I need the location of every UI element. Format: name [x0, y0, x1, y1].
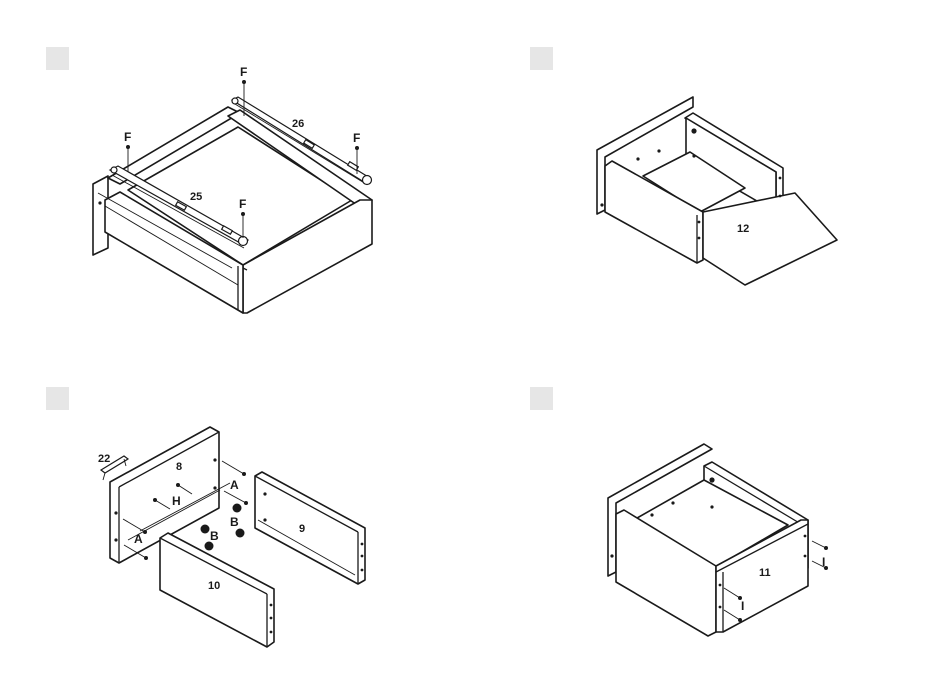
- label-part-22: 22: [98, 453, 110, 465]
- label-f-left: F: [124, 130, 131, 144]
- label-part-a-top: A: [230, 478, 239, 492]
- label-part-26: 26: [292, 118, 304, 130]
- step-3-number-box: [46, 387, 69, 410]
- label-part-b-left: B: [210, 529, 219, 543]
- label-part-12: 12: [737, 223, 749, 235]
- step-2-number-box: [530, 47, 553, 70]
- label-part-b-right: B: [230, 515, 239, 529]
- label-part-25: 25: [190, 191, 202, 203]
- step-2: 12: [530, 47, 837, 285]
- step-4: 11 I I: [530, 387, 828, 636]
- label-part-h: H: [172, 494, 181, 508]
- label-part-i-right: I: [822, 555, 825, 569]
- label-f-top: F: [240, 65, 247, 79]
- label-part-8: 8: [176, 461, 182, 473]
- label-part-10: 10: [208, 580, 220, 592]
- label-part-i-front: I: [741, 599, 744, 613]
- label-part-a-bottom: A: [134, 532, 143, 546]
- label-f-right: F: [353, 131, 360, 145]
- label-part-9: 9: [299, 523, 305, 535]
- step-3: 22 8 H A A B B 9 10: [46, 387, 365, 647]
- step-4-number-box: [530, 387, 553, 410]
- step-1-number-box: [46, 47, 69, 70]
- label-part-11: 11: [759, 567, 771, 579]
- step-1: F F F F 26 25: [46, 47, 372, 313]
- label-f-front: F: [239, 197, 246, 211]
